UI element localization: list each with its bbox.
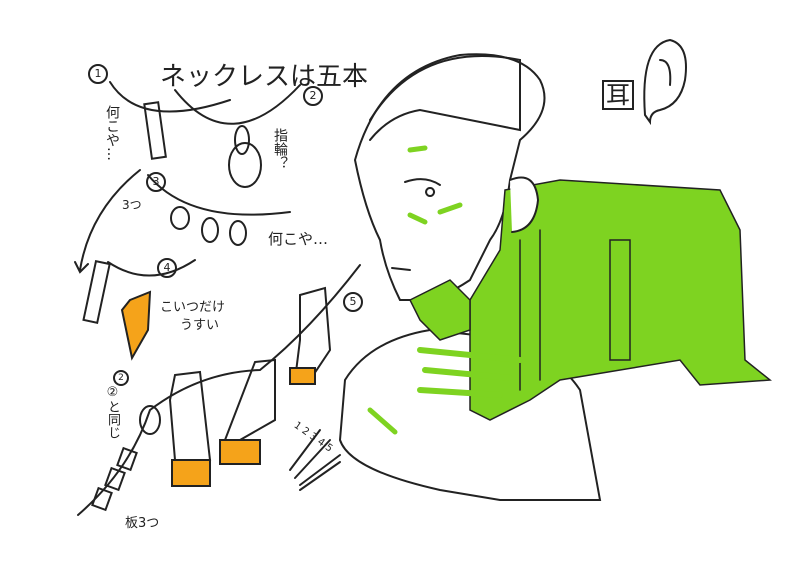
marker-3: 3 (146, 172, 166, 192)
green-neck-guard (408, 279, 471, 341)
marker-2: 2 (303, 86, 323, 106)
necklace-3-chain (147, 174, 291, 216)
necklace-1-pendant (143, 101, 167, 160)
marker-5: 5 (343, 292, 363, 312)
green-armor-pack (469, 179, 772, 421)
note-necklace-3: 何こや… (268, 230, 329, 248)
note-three: 3つ (122, 198, 142, 212)
ring-pendant (228, 142, 262, 188)
eye (404, 178, 441, 197)
ear (509, 176, 540, 233)
note-necklace-1: 何こや… (104, 105, 120, 161)
note-ring: 指輪？ (272, 128, 288, 170)
note-thin-line1: こいつだけ (160, 300, 226, 315)
marker-4: 4 (157, 258, 177, 278)
green-face-marks (407, 145, 463, 225)
necklace-1-chain (109, 81, 231, 113)
arrow (74, 169, 141, 274)
ear-reference (643, 38, 687, 126)
note-plates: 板3つ (125, 516, 160, 531)
mouth (391, 267, 411, 271)
necklace-4-chain (107, 259, 196, 277)
necklace-2-chain (174, 84, 301, 125)
marker-1: 1 (88, 64, 108, 84)
hair (369, 55, 521, 141)
marker-2-ref: 2 (113, 370, 129, 386)
note-same: ②と同じ (105, 385, 120, 439)
title-note: ネックレスは五本 (160, 62, 369, 92)
thin-plate-orange (120, 290, 152, 361)
note-thin-line2: うすい (180, 318, 220, 333)
ear-label: 耳 (602, 80, 634, 110)
